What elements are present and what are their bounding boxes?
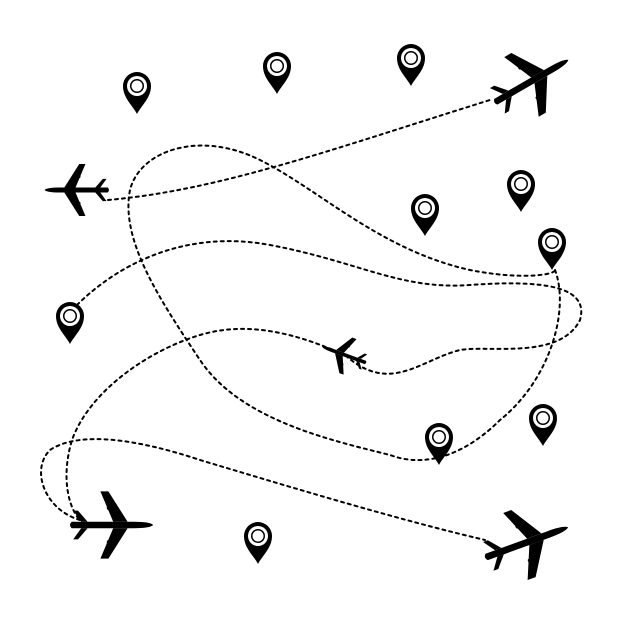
airplane-icon <box>44 163 109 217</box>
airplane-icon <box>477 30 586 133</box>
location-pin-icon <box>425 423 453 465</box>
airplanes <box>44 30 586 592</box>
location-pin-icon <box>244 522 272 564</box>
location-pin-icon <box>123 72 151 114</box>
location-pin-icon <box>529 404 557 446</box>
flight-paths <box>40 99 583 541</box>
airplane-icon <box>70 491 154 559</box>
dashed-flight-path <box>65 327 346 521</box>
location-pin-icon <box>507 170 535 212</box>
location-pin-icon <box>397 44 425 86</box>
location-pin-icon <box>411 194 439 236</box>
location-pin-icon <box>263 52 291 94</box>
airplane-icon <box>472 493 581 592</box>
dashed-flight-path <box>71 240 583 375</box>
dashed-flight-path <box>107 99 491 201</box>
location-pin-icon <box>56 302 84 344</box>
airplane-icon <box>315 328 373 381</box>
dashed-flight-path <box>127 144 561 462</box>
location-pins <box>56 44 566 564</box>
location-pin-icon <box>538 228 566 270</box>
